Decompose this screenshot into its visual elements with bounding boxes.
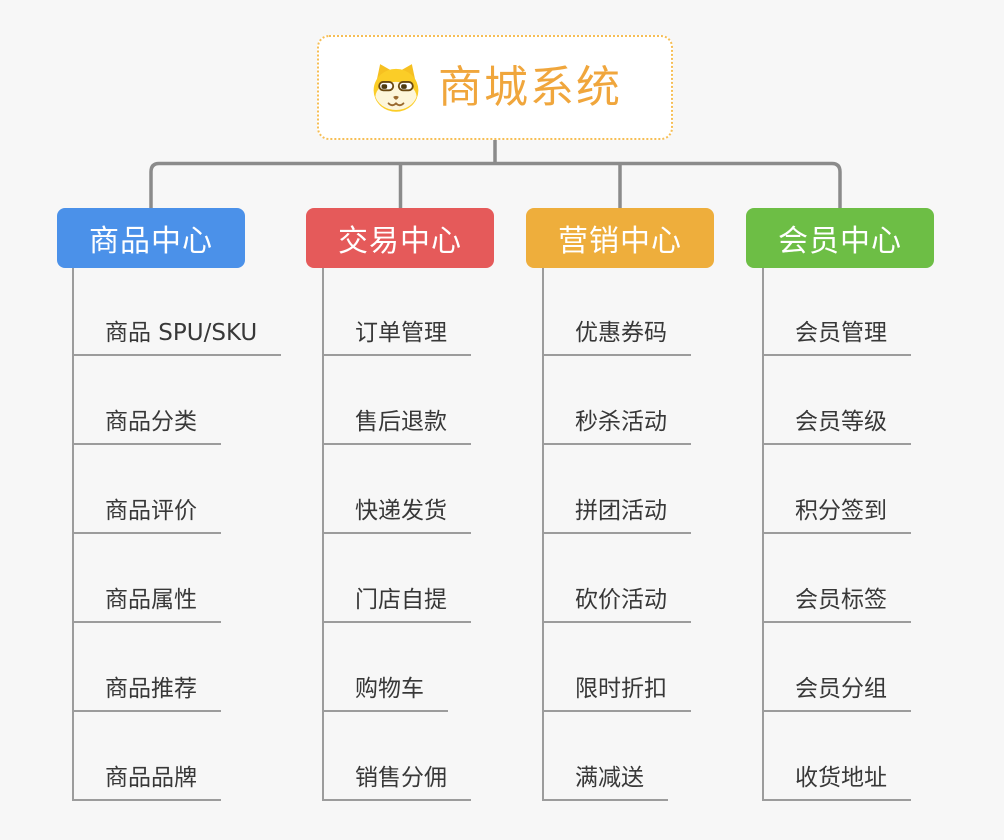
branch-column-trade: 订单管理 售后退款 快递发货 门店自提 购物车 销售分佣 — [322, 268, 582, 803]
connector-lines — [149, 140, 842, 208]
leaf-topic[interactable]: 门店自提 — [322, 581, 471, 623]
leaf-topic[interactable]: 会员管理 — [762, 314, 911, 356]
branch-header-trade-center[interactable]: 交易中心 — [306, 208, 494, 268]
branch-header-product-center[interactable]: 商品中心 — [57, 208, 245, 268]
leaf-topic[interactable]: 售后退款 — [322, 403, 471, 445]
branch-column-product: 商品 SPU/SKU 商品分类 商品评价 商品属性 商品推荐 商品品牌 — [72, 268, 332, 803]
leaf-topic[interactable]: 优惠券码 — [542, 314, 691, 356]
leaf-topic[interactable]: 商品 SPU/SKU — [72, 314, 282, 356]
branch-header-marketing-center[interactable]: 营销中心 — [526, 208, 714, 268]
leaf-topic[interactable]: 收货地址 — [762, 759, 911, 801]
leaf-topic[interactable]: 商品推荐 — [72, 670, 221, 712]
leaf-topic[interactable]: 购物车 — [322, 670, 448, 712]
leaf-topic[interactable]: 砍价活动 — [542, 581, 691, 623]
leaf-topic[interactable]: 商品评价 — [72, 492, 221, 534]
leaf-topic[interactable]: 快递发货 — [322, 492, 471, 534]
leaf-topic[interactable]: 会员标签 — [762, 581, 911, 623]
leaf-topic[interactable]: 商品分类 — [72, 403, 221, 445]
leaf-topic[interactable]: 会员分组 — [762, 670, 911, 712]
leaf-topic[interactable]: 会员等级 — [762, 403, 911, 445]
leaf-topic[interactable]: 商品品牌 — [72, 759, 221, 801]
leaf-topic[interactable]: 销售分佣 — [322, 759, 471, 801]
leaf-topic[interactable]: 限时折扣 — [542, 670, 691, 712]
leaf-topic[interactable]: 拼团活动 — [542, 492, 691, 534]
root-node[interactable]: 商城系统 — [317, 35, 673, 140]
root-title: 商城系统 — [438, 61, 622, 113]
leaf-topic[interactable]: 满减送 — [542, 759, 668, 801]
branch-column-marketing: 优惠券码 秒杀活动 拼团活动 砍价活动 限时折扣 满减送 — [542, 268, 802, 803]
leaf-topic[interactable]: 商品属性 — [72, 581, 221, 623]
leaf-topic[interactable]: 积分签到 — [762, 492, 911, 534]
branch-column-member: 会员管理 会员等级 积分签到 会员标签 会员分组 收货地址 — [762, 268, 1004, 803]
branch-header-member-center[interactable]: 会员中心 — [746, 208, 934, 268]
leaf-topic[interactable]: 秒杀活动 — [542, 403, 691, 445]
dog-icon — [368, 61, 424, 114]
leaf-topic[interactable]: 订单管理 — [322, 314, 471, 356]
